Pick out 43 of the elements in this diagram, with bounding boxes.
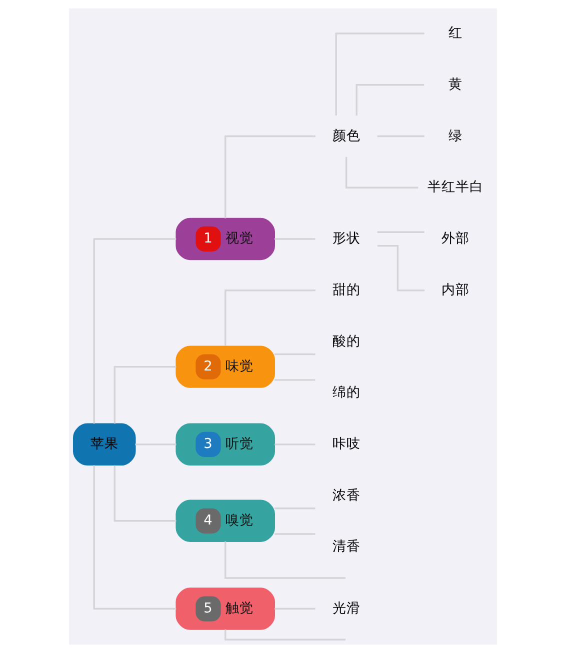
connector: [345, 156, 418, 188]
node-text: 黄: [448, 76, 462, 92]
connector: [113, 366, 176, 424]
node-box: 5 触觉: [175, 588, 274, 630]
node-text: 半红半白: [426, 179, 483, 196]
node-text: 外部: [440, 230, 469, 247]
node-text: 甜的: [332, 282, 360, 298]
node-box: 苹果: [72, 423, 136, 466]
connector: [92, 238, 176, 424]
connector: [134, 444, 176, 446]
connector: [334, 32, 424, 116]
node-text: 绿: [448, 128, 462, 144]
node-text: 形状: [332, 230, 360, 247]
node-text: 光滑: [332, 600, 360, 616]
connector: [113, 465, 176, 522]
connector: [224, 135, 315, 218]
node-text: 咔吱: [332, 436, 360, 452]
connector: [376, 135, 424, 138]
connector: [224, 542, 346, 579]
node-text: 酸的: [332, 333, 360, 350]
node-text: 浓香: [332, 487, 360, 504]
connector: [376, 231, 424, 233]
node-box: 2 味觉: [175, 346, 274, 388]
connector: [274, 444, 315, 446]
connector: [355, 84, 424, 116]
connector: [274, 608, 315, 610]
node-text: 红: [448, 25, 462, 42]
node-text: 清香: [332, 538, 360, 555]
connector: [274, 238, 315, 240]
node-text: 绵的: [332, 384, 360, 401]
connector: [274, 379, 315, 381]
connector: [224, 290, 315, 346]
node-box: 1 视觉: [175, 218, 274, 260]
connector: [224, 630, 346, 640]
connector: [92, 465, 176, 610]
node-box: 3 听觉: [175, 423, 274, 466]
connector: [376, 244, 424, 292]
node-text: 内部: [440, 282, 469, 298]
node-box: 4 嗅觉: [175, 500, 274, 542]
connector: [274, 533, 315, 535]
connector: [274, 353, 315, 356]
node-text: 颜色: [332, 128, 360, 144]
connector: [274, 507, 315, 510]
